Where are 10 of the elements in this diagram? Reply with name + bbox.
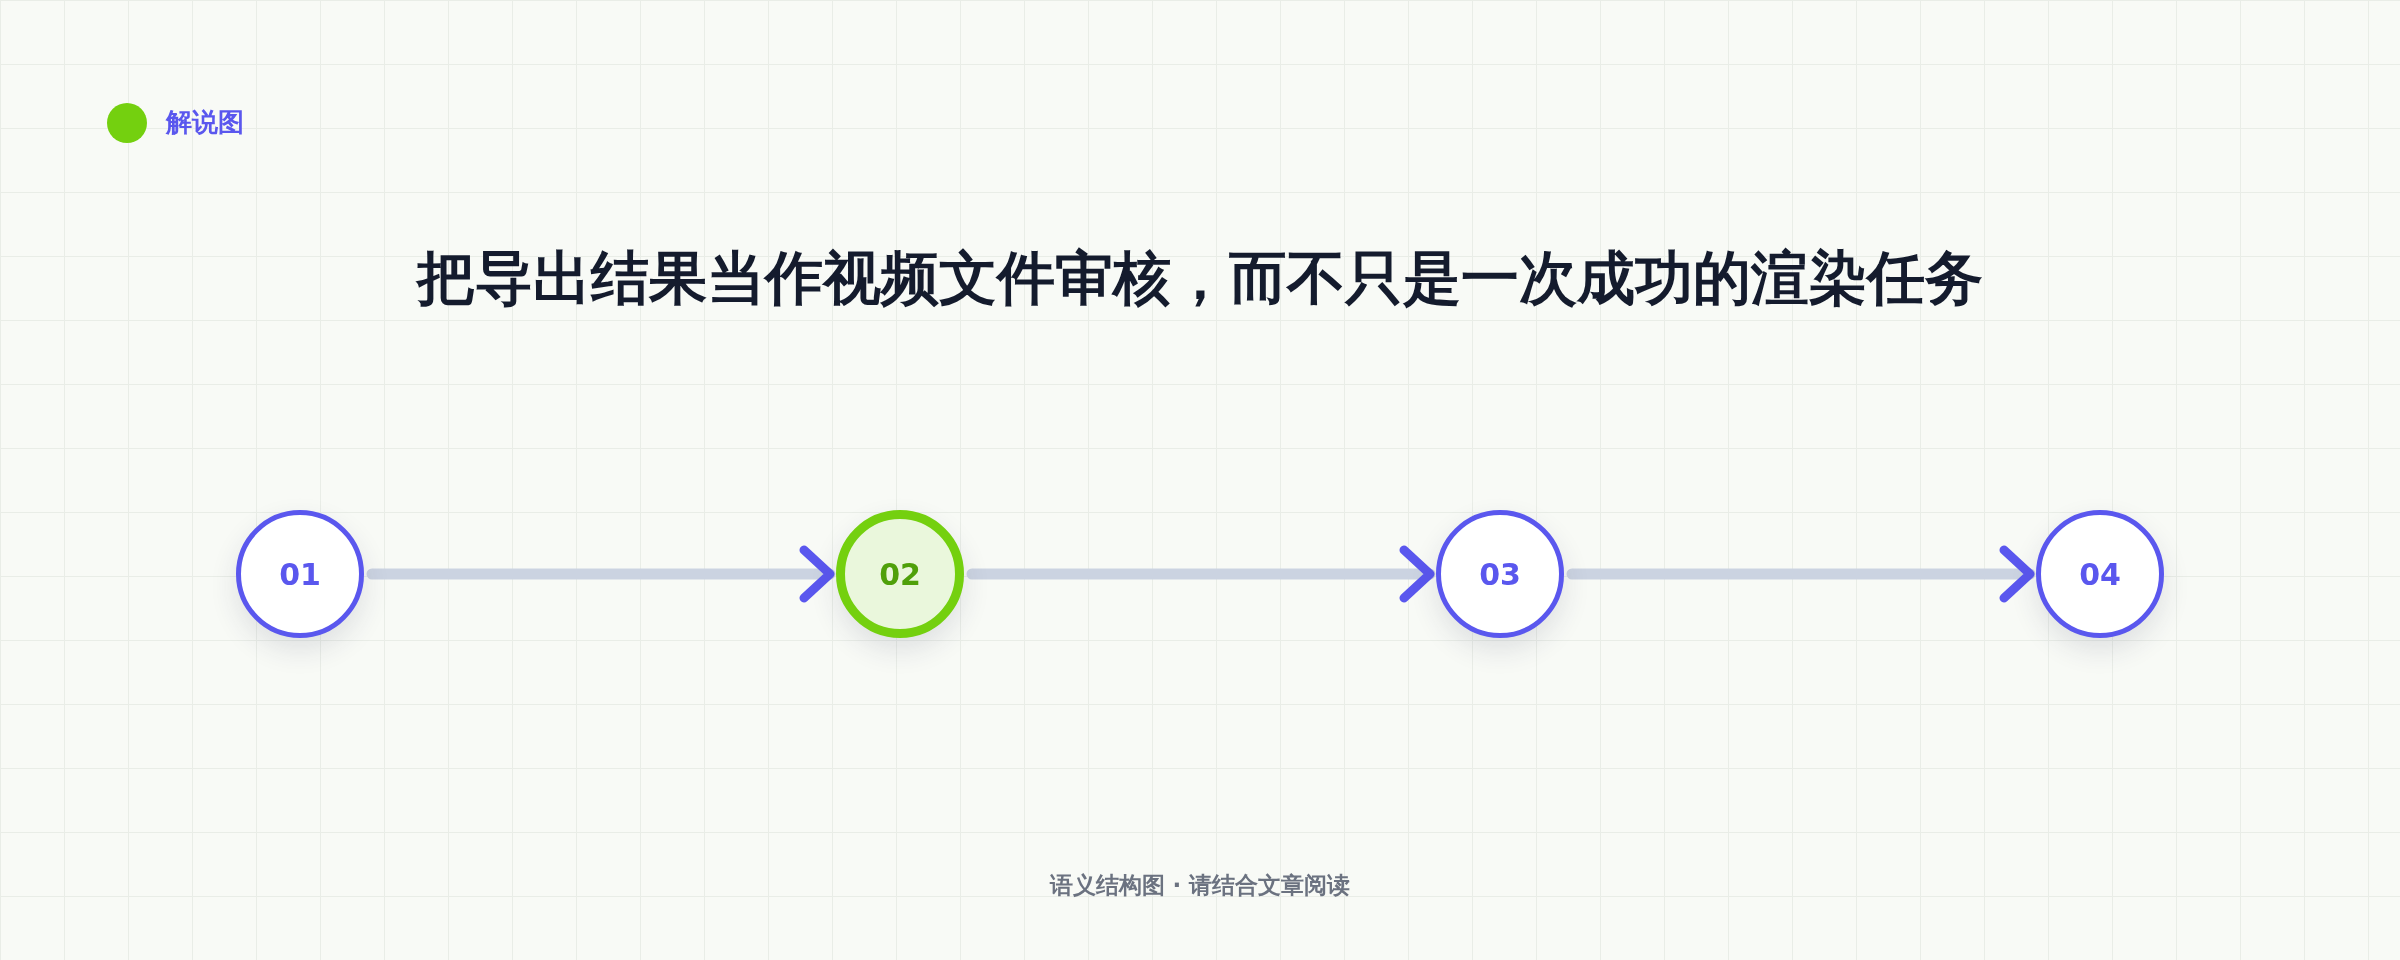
arrow [366,545,836,603]
step-circle: 03 [1436,510,1564,638]
title: 把导出结果当作视频文件审核，而不只是一次成功的渲染任务 [414,243,1984,314]
footer-note: 语义结构图 · 请结合文章阅读 [1048,871,1352,900]
step-circle: 04 [2036,510,2164,638]
step-circle: 02 [836,510,964,638]
arrow [1566,545,2036,603]
header-label: 解说图 [166,106,244,139]
arrow [966,545,1436,603]
step-circle: 01 [236,510,364,638]
